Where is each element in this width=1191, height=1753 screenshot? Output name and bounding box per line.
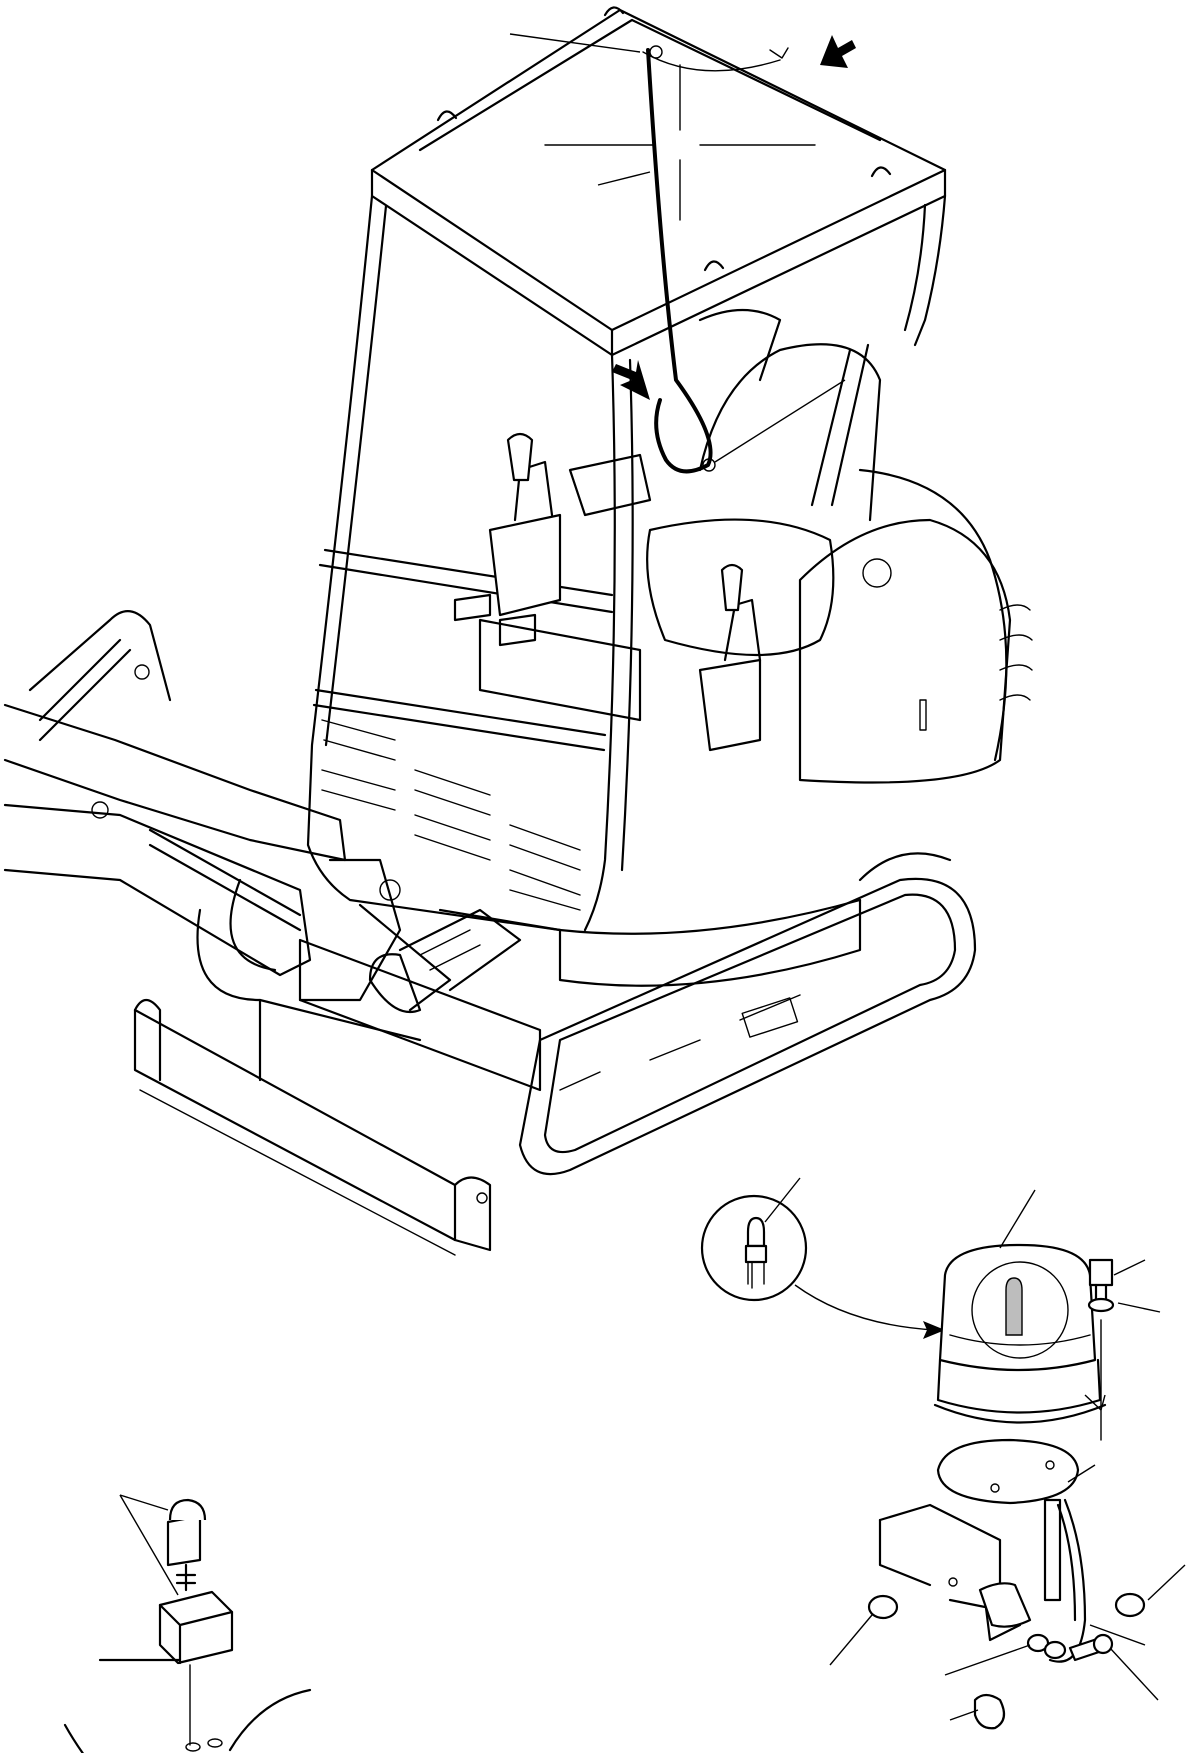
- hardware-bolt: [1087, 1258, 1115, 1441]
- right-joystick: [698, 563, 762, 752]
- leader-plate: [1067, 1464, 1096, 1483]
- hardware-fasteners: [867, 1592, 1146, 1730]
- leader-beacon: [999, 1189, 1036, 1249]
- left-track: [196, 878, 422, 1082]
- leader-harness-roof: [597, 171, 651, 186]
- boom-arm: [3, 610, 452, 1012]
- undercarriage: [298, 908, 542, 1092]
- leader-switch-b: [119, 1494, 179, 1596]
- leader-grommet: [949, 1709, 979, 1721]
- switch-panel: [63, 1658, 312, 1753]
- leader-washers: [944, 1644, 1031, 1676]
- leader-harness-top: [509, 33, 641, 53]
- callout-leaders: [119, 33, 1186, 1721]
- arrow-pointer-icon: [612, 360, 650, 400]
- arrow-pointer-icon: [923, 1321, 945, 1339]
- beacon-cable: [1048, 1498, 1087, 1663]
- leader-screw: [1109, 1647, 1159, 1701]
- beacon-mount-plate: [936, 1438, 1080, 1505]
- left-console: [453, 453, 652, 722]
- leader-nut-left: [829, 1614, 873, 1666]
- leader-nut-right: [1147, 1564, 1186, 1601]
- right-track: [518, 877, 977, 1176]
- left-joystick: [488, 432, 562, 617]
- beacon-switch: [158, 1498, 234, 1746]
- leader-harness-clip: [714, 379, 846, 463]
- wiring-harness: [642, 45, 789, 474]
- bulb-icon: [744, 1216, 768, 1289]
- beacon-bracket: [878, 1498, 1062, 1642]
- operator-seat: [646, 343, 1008, 762]
- rotating-beacon: [933, 1243, 1107, 1424]
- right-console: [798, 518, 1033, 784]
- leader-switch-a: [119, 1494, 169, 1511]
- leader-bolt: [1113, 1259, 1146, 1276]
- leader-bulb: [764, 1177, 801, 1223]
- cab-roof: [370, 6, 947, 357]
- upper-structure: [438, 852, 952, 987]
- arrow-pointer-icon: [820, 35, 856, 68]
- dozer-blade: [133, 998, 492, 1256]
- cab-frame: [306, 194, 947, 932]
- leader-cable: [1089, 1624, 1146, 1646]
- bulb-detail-callout: [700, 1194, 945, 1339]
- leader-washer: [1117, 1302, 1161, 1313]
- leader-beacon-hardware: [1084, 1394, 1106, 1411]
